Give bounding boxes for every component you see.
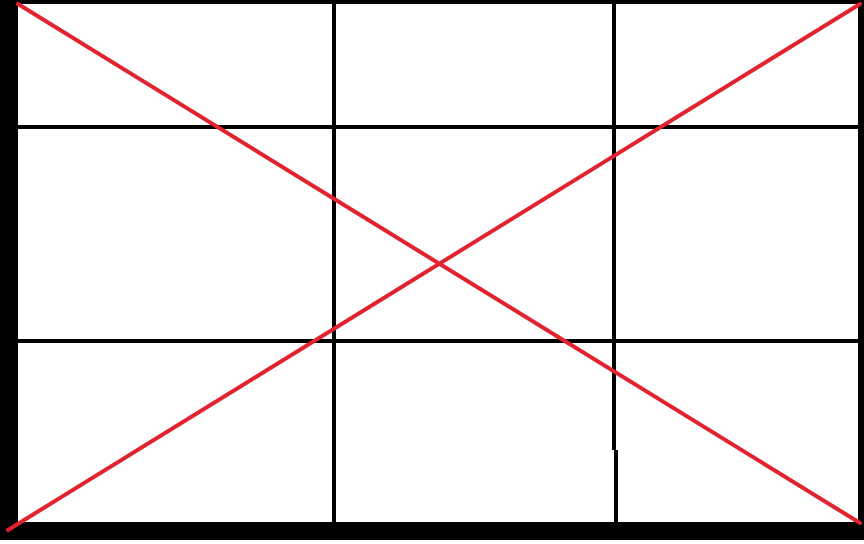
diagonal-bottom-left-to-top-right <box>6 2 862 532</box>
right-border <box>858 0 864 540</box>
bottom-border <box>0 522 864 540</box>
top-border <box>0 0 864 4</box>
left-border <box>0 0 18 540</box>
